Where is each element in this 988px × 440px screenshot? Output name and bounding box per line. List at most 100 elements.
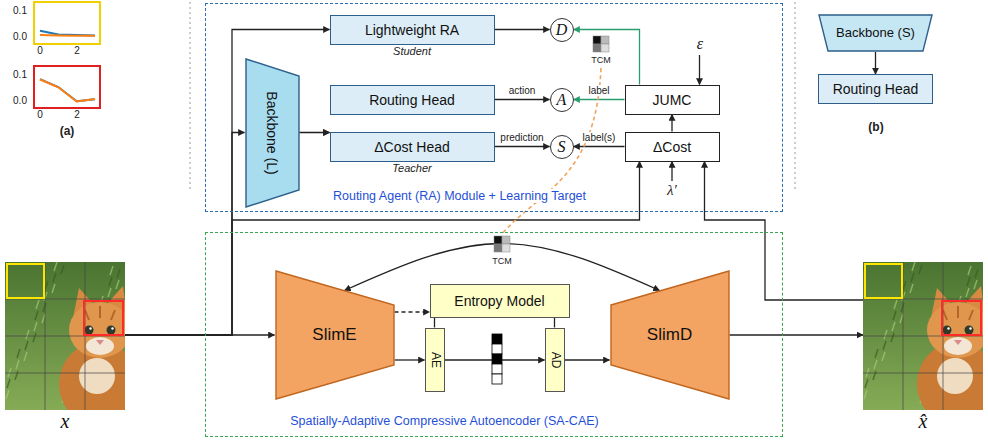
edge-label: action [507, 85, 538, 96]
mask-cell [502, 236, 510, 244]
grass-blade [26, 330, 29, 339]
student-box: Lightweight RAStudent [330, 15, 495, 45]
annotation-label: 2 [74, 109, 80, 120]
grass-blade [865, 379, 868, 388]
box-label: ΔCost [653, 138, 691, 154]
grass-blade [25, 341, 28, 350]
head-box: ΔCost HeadTeacher [330, 132, 495, 162]
cat-muzzle [944, 337, 972, 355]
grass-blade [874, 360, 877, 369]
plot-line [40, 79, 95, 101]
cat-chest [937, 358, 973, 394]
connector [730, 334, 864, 335]
grass-blade [893, 311, 896, 320]
bitstream-cell [492, 364, 502, 374]
edge-label: prediction [498, 132, 545, 143]
edge-label: label [586, 85, 611, 96]
separator-line [190, 2, 191, 190]
cat-head [69, 302, 125, 358]
grass-blade [109, 277, 112, 286]
grass-blade [61, 265, 64, 274]
photo-illustration [863, 262, 983, 410]
trapezoid-shape [246, 59, 299, 207]
grass-blade [884, 330, 887, 339]
cat-muzzle [86, 337, 114, 355]
annotation-label: λ′ [667, 182, 677, 199]
grass-blade [967, 277, 970, 286]
operator-circle: A [550, 88, 574, 112]
annotation-label: (a) [60, 125, 75, 138]
cat-stripe [957, 306, 959, 318]
grass-blade [16, 360, 19, 369]
mask-cell [494, 236, 502, 244]
cat-eye [943, 326, 952, 335]
box-label: Backbone (L) [264, 91, 280, 174]
trapezoid-shape [611, 271, 729, 399]
entropy-model-box: Entropy Model [430, 284, 570, 318]
connector [495, 146, 550, 147]
connector [671, 115, 672, 132]
grid-line [863, 373, 983, 374]
connector [395, 311, 430, 312]
connector [875, 52, 876, 74]
annotation-label: TCM [492, 257, 512, 267]
connector [300, 132, 330, 133]
connector [554, 318, 555, 328]
box-label: Lightweight RA [365, 21, 459, 37]
grass-blade [864, 390, 867, 399]
connector [125, 133, 245, 336]
plot-frame [34, 66, 100, 108]
grass-blade [873, 371, 876, 380]
process-box: ΔCost [625, 132, 720, 162]
grass-blade [36, 300, 39, 309]
annotation-label: ε [697, 35, 703, 53]
connector [495, 29, 550, 30]
bitstream-cell [492, 374, 502, 384]
cat-nose [96, 340, 104, 345]
annotation-label: TCM [591, 56, 611, 66]
annotation-label: 0 [37, 109, 43, 120]
grass-blade [34, 322, 37, 331]
mask-cell [593, 36, 601, 44]
image-label: x̂ [919, 410, 928, 432]
grass-blade [910, 284, 913, 293]
grass-blade [919, 265, 922, 274]
cat-stripe [969, 310, 973, 320]
plot-line [40, 79, 95, 101]
bitstream-cell [492, 344, 502, 354]
input-image: x [5, 262, 125, 410]
box-label: ΔCost Head [374, 138, 450, 154]
head-box: Routing Head [818, 74, 933, 104]
grass-blade [35, 311, 38, 320]
grass-blade [875, 349, 878, 358]
region-caption: Routing Agent (RA) Module + Learning Tar… [330, 188, 589, 202]
mask-cell [494, 244, 502, 252]
grass-blade [24, 352, 27, 361]
coder-box: AD [545, 328, 565, 392]
cat-head [927, 302, 983, 358]
cat-stripe [943, 310, 947, 320]
grass-blade [912, 262, 915, 271]
separator-line [795, 2, 796, 190]
patch-highlight [865, 264, 902, 298]
box-label: SlimE [312, 325, 356, 345]
mask-cell [593, 44, 601, 52]
box-label: Backbone (S) [836, 26, 915, 41]
box-label: JUMC [653, 91, 692, 107]
grass-blade [966, 288, 969, 297]
connector [574, 30, 640, 85]
backbone-trapezoid: Backbone (L) [245, 58, 300, 208]
annotation-label: 0.0 [13, 95, 27, 106]
input-arrow [699, 55, 700, 85]
backbone-trapezoid: Backbone (S) [818, 14, 933, 52]
plot-line [40, 31, 95, 36]
output-image: x̂ [863, 262, 983, 410]
cat-eye [965, 326, 974, 335]
photo-illustration [5, 262, 125, 410]
box-label: D [556, 20, 568, 38]
grass-blade [883, 341, 886, 350]
head-box: Routing Head [330, 85, 495, 115]
grass-blade [116, 280, 119, 289]
patch-highlight [7, 264, 44, 298]
